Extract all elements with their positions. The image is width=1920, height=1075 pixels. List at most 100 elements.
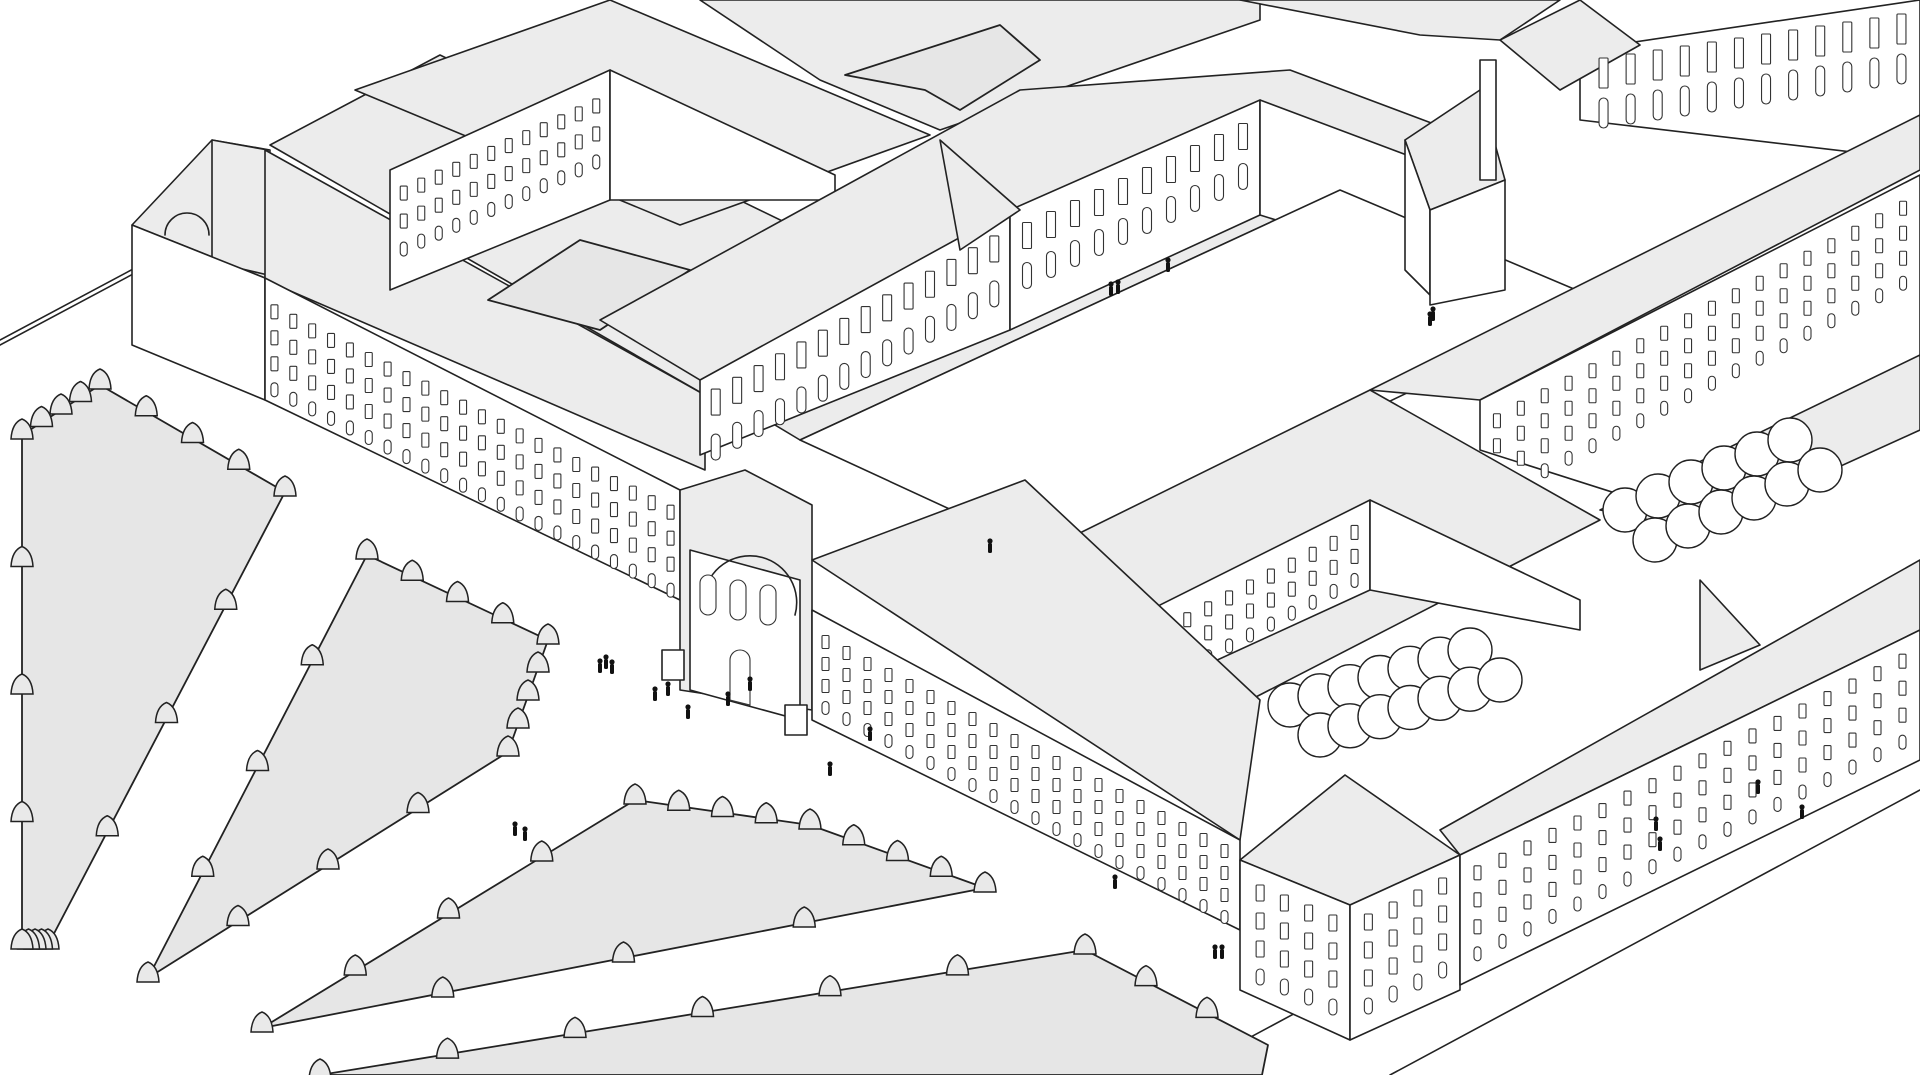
window xyxy=(289,365,298,381)
window xyxy=(1178,865,1187,881)
window xyxy=(1438,961,1448,979)
window xyxy=(1245,627,1255,643)
window xyxy=(1178,887,1187,903)
window xyxy=(1760,73,1772,105)
window xyxy=(821,656,830,672)
window xyxy=(796,341,807,369)
window xyxy=(270,304,279,320)
window xyxy=(1498,933,1507,949)
window xyxy=(647,547,656,563)
window xyxy=(1115,854,1124,870)
window xyxy=(452,161,461,177)
window xyxy=(1612,400,1621,416)
window xyxy=(417,205,426,221)
window xyxy=(1755,350,1764,366)
window xyxy=(1308,570,1317,586)
window xyxy=(1823,772,1832,788)
person-body xyxy=(1109,286,1113,296)
window xyxy=(574,162,583,178)
person-body xyxy=(828,766,832,776)
window xyxy=(609,476,619,492)
window xyxy=(1328,998,1338,1016)
window xyxy=(905,722,914,738)
tree xyxy=(1477,657,1523,703)
window xyxy=(839,362,850,390)
person-body xyxy=(604,659,608,669)
window xyxy=(1245,603,1255,619)
window xyxy=(628,563,637,579)
window xyxy=(884,667,893,683)
window xyxy=(1588,438,1597,454)
window xyxy=(572,508,581,525)
window xyxy=(1117,217,1129,246)
window xyxy=(1199,876,1208,892)
window xyxy=(1731,338,1740,354)
window xyxy=(1798,703,1807,719)
window xyxy=(1157,832,1166,848)
window xyxy=(1573,896,1582,912)
hedge xyxy=(400,559,425,581)
window xyxy=(1755,275,1764,291)
window xyxy=(591,544,600,560)
person-body xyxy=(726,696,730,706)
window xyxy=(1899,275,1908,291)
window xyxy=(1748,755,1757,771)
window xyxy=(1731,363,1740,379)
window xyxy=(440,390,449,406)
hedge xyxy=(436,897,461,919)
north-range-windows xyxy=(1598,13,1907,129)
window xyxy=(326,410,336,426)
window xyxy=(1873,720,1882,736)
window xyxy=(1648,832,1657,848)
window xyxy=(1010,733,1019,749)
window xyxy=(1896,13,1907,45)
window xyxy=(1748,728,1757,744)
window xyxy=(1588,363,1597,379)
window xyxy=(1498,852,1507,868)
person-body xyxy=(1756,784,1760,794)
window xyxy=(1031,744,1040,760)
window xyxy=(1363,969,1373,987)
person xyxy=(747,676,753,682)
hedge xyxy=(798,808,822,830)
window xyxy=(308,349,317,365)
window xyxy=(1673,765,1682,781)
person xyxy=(1112,874,1118,880)
window xyxy=(1548,854,1557,870)
central-gate xyxy=(661,469,813,736)
window xyxy=(1673,792,1682,808)
hedge xyxy=(929,855,954,877)
window xyxy=(1266,568,1275,584)
person-body xyxy=(1220,949,1224,959)
window xyxy=(1045,250,1057,279)
window xyxy=(1898,680,1907,696)
person-body xyxy=(1113,879,1117,889)
hedge xyxy=(536,623,560,645)
window xyxy=(1673,819,1682,835)
window xyxy=(1660,375,1669,391)
window xyxy=(905,678,914,694)
window xyxy=(553,525,562,541)
window xyxy=(1304,960,1314,978)
window xyxy=(270,330,279,346)
window xyxy=(1255,968,1265,986)
window xyxy=(1165,195,1177,224)
window xyxy=(1438,877,1448,895)
window xyxy=(1731,313,1740,329)
window xyxy=(539,150,548,166)
window xyxy=(1413,917,1423,935)
northwest-courtyard-windows xyxy=(399,98,601,257)
window xyxy=(967,247,978,275)
window xyxy=(1021,261,1033,290)
left-pavilion xyxy=(131,139,271,401)
window xyxy=(1723,767,1732,783)
window xyxy=(1773,796,1782,812)
window xyxy=(1328,942,1338,960)
person xyxy=(1219,944,1225,950)
window xyxy=(1706,81,1717,113)
window xyxy=(1204,625,1213,641)
window xyxy=(1073,810,1082,826)
window xyxy=(647,495,656,511)
window xyxy=(1652,49,1663,81)
window xyxy=(1898,707,1907,723)
